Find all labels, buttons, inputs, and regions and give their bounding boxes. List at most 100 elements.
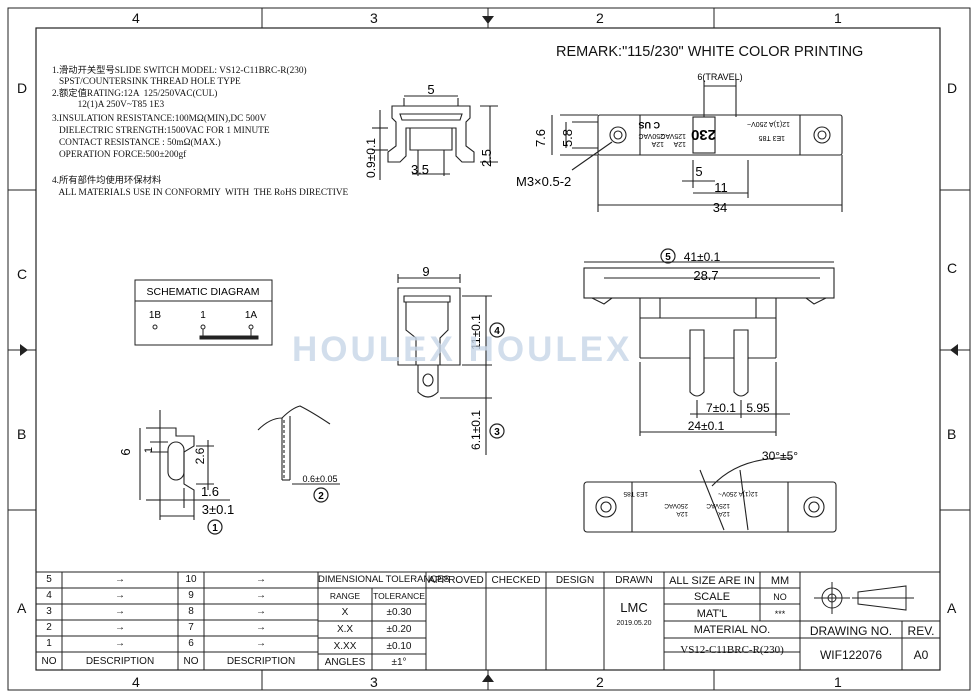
zone-row-d-left: D (17, 80, 28, 96)
rev-no: 6 (188, 638, 194, 649)
dim-6-1-tol: 6.1±0.1 (469, 410, 483, 450)
switch-side-view (397, 274, 492, 455)
zone-col-3-bottom: 3 (370, 674, 378, 690)
marking-line: 12A (718, 510, 730, 517)
note-line: SPST/COUNTERSINK THREAD HOLE TYPE (52, 77, 241, 87)
dim-5-8: 5.8 (560, 129, 575, 147)
dim-0-6: 0.6±0.05 (303, 474, 338, 484)
note-line: 1.滑动开关型号SLIDE SWITCH MODEL: VS12-C11BRC-… (52, 66, 307, 76)
schematic-title: SCHEMATIC DIAGRAM (147, 286, 260, 298)
dim-3: 3±0.1 (202, 502, 234, 517)
rev-arrow: → (115, 574, 125, 585)
dim-top-inner: 3.5 (411, 162, 429, 177)
zone-row-d-right: D (947, 80, 958, 96)
switch-front-view (551, 80, 843, 212)
zone-col-4-top: 4 (132, 10, 140, 26)
dim-top-height: 0.9±0.1 (364, 138, 378, 178)
rev-no: 5 (46, 574, 52, 585)
dim-11: 11 (714, 180, 728, 195)
note-line: 4.所有部件均使用环保材料 (52, 176, 162, 186)
rev-arrow: → (256, 638, 266, 649)
front-marking: 230 12A 125VAC 12A 250VAC C US 12(1)A 25… (638, 120, 790, 147)
tol-value: ±0.10 (386, 641, 412, 652)
material-value: *** (774, 609, 786, 619)
tol-value: ±1° (391, 657, 407, 668)
size-value: MM (770, 575, 790, 587)
marking-rating: 12(1)A 250V~ (718, 490, 758, 497)
drawn-label: DRAWN (615, 575, 653, 586)
dim-28-7: 28.7 (693, 268, 718, 283)
rev-col-desc: DESCRIPTION (85, 656, 155, 667)
zone-col-1-bottom: 1 (834, 674, 842, 690)
terminal-1b: 1B (149, 310, 162, 321)
scale-label: SCALE (693, 591, 731, 603)
size-label: ALL SIZE ARE IN (669, 575, 755, 587)
switch-bottom-view (583, 457, 837, 533)
rev-no: 4 (46, 590, 52, 601)
note-line: ALL MATERIALS USE IN CONFORMIY WITH THE … (52, 188, 349, 198)
rev-no: 3 (46, 606, 52, 617)
tolerances-title: DIMENSIONAL TOLERANCES (318, 574, 450, 585)
marking-line: 12A (676, 510, 688, 517)
rev-arrow: → (256, 622, 266, 633)
callout-4: 4 (494, 326, 500, 337)
rev-no: 1 (46, 638, 52, 649)
callout-3: 3 (494, 427, 500, 438)
rev-arrow: → (256, 606, 266, 617)
drawing-number: WIF122076 (819, 648, 883, 662)
zone-row-a-right: A (947, 600, 957, 616)
agency-mark: C US (638, 120, 660, 130)
zone-row-c-right: C (947, 260, 958, 276)
zone-col-1-top: 1 (834, 10, 842, 26)
dim-11-tol: 11±0.1 (469, 314, 483, 350)
zone-row-b-left: B (17, 426, 27, 442)
drawn-date: 2019.05.20 (616, 620, 652, 627)
dim-top-width: 5 (427, 82, 434, 97)
tol-value: ±0.20 (386, 624, 412, 635)
tol-range: X.XX (333, 641, 357, 652)
scale-value: NO (773, 592, 787, 602)
drawing-no-label: DRAWING NO. (809, 624, 893, 638)
dim-34: 34 (713, 200, 727, 215)
dim-6: 6 (118, 448, 133, 455)
checked-label: CHECKED (491, 575, 541, 586)
rev-col-desc: DESCRIPTION (226, 656, 296, 667)
marking-line: 125VAC (660, 132, 686, 139)
callout-2: 2 (318, 491, 324, 502)
marking-rating: 12(1)A 250V~ (747, 120, 790, 127)
zone-row-a-left: A (17, 600, 27, 616)
note-line: 2.额定值RATING:12A 125/250VAC(CUL) (52, 89, 218, 99)
rev-no: 9 (188, 590, 194, 601)
dim-5: 5 (695, 164, 702, 179)
dim-7: 7±0.1 (706, 401, 736, 415)
rev-no: 2 (46, 622, 52, 633)
bottom-marking: 12A 125VAC 12A 250VAC 12(1)A 250V~ 1E3 T… (623, 490, 758, 517)
dim-5-95: 5.95 (746, 401, 770, 415)
drawn-by: LMC (620, 600, 648, 615)
note-line: OPERATION FORCE:500±200gf (52, 150, 187, 160)
tol-head: TOLERANCE (373, 591, 425, 601)
dim-7-6: 7.6 (533, 129, 548, 147)
approved-label: APPROVED (428, 575, 484, 586)
rev-no: 10 (185, 574, 197, 585)
zone-col-3-top: 3 (370, 10, 378, 26)
center-arrows (20, 16, 958, 682)
marking-line: 250VAC (638, 132, 664, 139)
zone-col-2-top: 2 (596, 10, 604, 26)
note-line: CONTACT RESISTANCE : 50mΩ(MAX.) (52, 138, 221, 148)
dim-screw: M3×0.5-2 (516, 174, 571, 189)
rev-no: 7 (188, 622, 194, 633)
remark-text: REMARK:"115/230" WHITE COLOR PRINTING (556, 44, 864, 60)
title-block-grid (35, 571, 941, 671)
marking-line: 250VAC (664, 502, 688, 509)
note-line: DIELECTRIC STRENGTH:1500VAC FOR 1 MINUTE (52, 126, 270, 136)
marking-code: 1E3 T85 (759, 134, 785, 141)
rev-col-no: NO (41, 656, 57, 667)
tol-range: X (341, 607, 349, 618)
zone-col-2-bottom: 2 (596, 674, 604, 690)
schematic-box (134, 279, 273, 346)
outer-frame (7, 7, 971, 691)
material-label: MAT'L (696, 608, 728, 620)
rev-arrow: → (115, 638, 125, 649)
